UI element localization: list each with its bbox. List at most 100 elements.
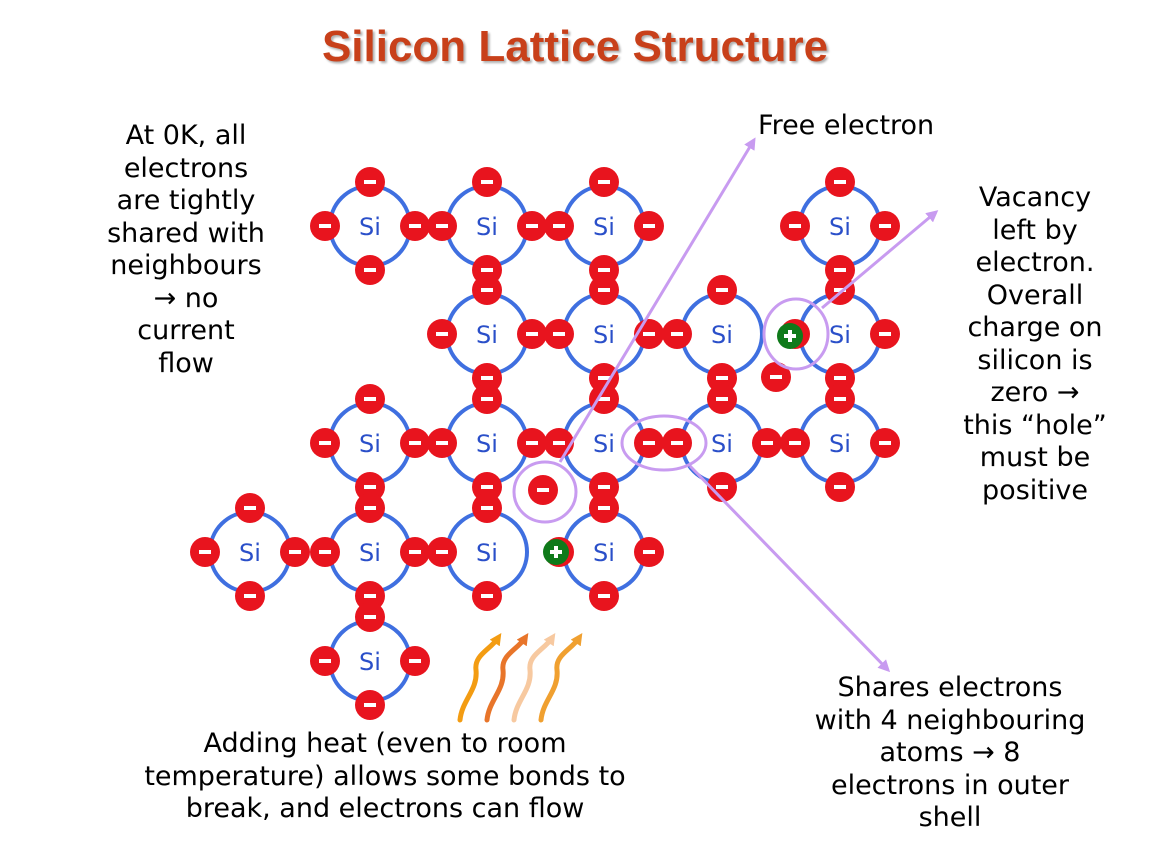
minus-sign <box>553 332 565 336</box>
electron <box>825 384 855 414</box>
atom-label: Si <box>476 430 498 458</box>
electron <box>355 581 385 611</box>
minus-sign <box>789 441 801 445</box>
electron <box>235 581 265 611</box>
electron <box>528 475 558 505</box>
atom-label: Si <box>593 213 615 241</box>
minus-sign <box>364 397 376 401</box>
arrow-to-shared-pair <box>688 464 891 673</box>
minus-sign <box>289 550 301 554</box>
heat-waves <box>457 633 583 723</box>
electron <box>235 493 265 523</box>
electron <box>355 472 385 502</box>
electron <box>589 384 619 414</box>
electron <box>589 493 619 523</box>
free-electron-highlight <box>512 460 578 524</box>
electron <box>310 211 340 241</box>
minus-sign <box>244 594 256 598</box>
arrow-to-vacancy <box>821 210 939 310</box>
electron <box>310 537 340 567</box>
electron <box>310 646 340 676</box>
atom-label: Si <box>359 430 381 458</box>
minus-sign <box>364 485 376 489</box>
electron <box>544 319 574 349</box>
minus-sign <box>716 288 728 292</box>
electron <box>190 537 220 567</box>
minus-sign <box>436 332 448 336</box>
plus-vertical <box>788 330 792 342</box>
electron <box>517 428 547 458</box>
electron <box>707 363 737 393</box>
minus-sign <box>879 332 891 336</box>
minus-sign <box>671 441 683 445</box>
electron <box>355 493 385 523</box>
electron <box>634 537 664 567</box>
electron <box>400 428 430 458</box>
electron <box>752 428 782 458</box>
minus-sign <box>598 594 610 598</box>
electron <box>355 384 385 414</box>
electron <box>589 275 619 305</box>
electron <box>400 646 430 676</box>
electron <box>427 319 457 349</box>
minus-sign <box>879 224 891 228</box>
minus-sign <box>643 332 655 336</box>
shared-pair-highlight <box>620 414 708 472</box>
minus-sign <box>879 441 891 445</box>
minus-sign <box>409 550 421 554</box>
minus-sign <box>364 615 376 619</box>
minus-sign <box>481 594 493 598</box>
atom-label: Si <box>593 539 615 567</box>
minus-sign <box>834 288 846 292</box>
minus-sign <box>834 485 846 489</box>
electron <box>427 537 457 567</box>
electron <box>427 211 457 241</box>
electron <box>634 211 664 241</box>
electron <box>662 319 692 349</box>
minus-sign <box>364 703 376 707</box>
minus-sign <box>716 376 728 380</box>
minus-sign <box>598 397 610 401</box>
minus-sign <box>481 180 493 184</box>
annotation-arrows <box>558 137 939 673</box>
minus-sign <box>671 332 683 336</box>
minus-sign <box>598 506 610 510</box>
electron <box>355 167 385 197</box>
electron <box>355 255 385 285</box>
minus-sign <box>598 288 610 292</box>
note-zero-kelvin: At 0K, all electrons are tightly shared … <box>107 120 265 379</box>
free-electron-and-holes <box>512 297 830 565</box>
minus-sign <box>537 488 549 492</box>
electron <box>870 319 900 349</box>
minus-sign <box>409 659 421 663</box>
minus-sign <box>643 441 655 445</box>
minus-sign <box>553 441 565 445</box>
electron <box>355 602 385 632</box>
electron <box>707 384 737 414</box>
electron <box>472 275 502 305</box>
electron <box>472 493 502 523</box>
heat-wave-arrow <box>511 633 556 723</box>
electron <box>707 472 737 502</box>
atom-label: Si <box>711 430 733 458</box>
electron <box>472 472 502 502</box>
minus-sign <box>789 224 801 228</box>
hole-highlight <box>762 297 830 371</box>
minus-sign <box>526 332 538 336</box>
electron <box>400 537 430 567</box>
atom-label: Si <box>829 430 851 458</box>
electron <box>544 211 574 241</box>
minus-sign <box>481 397 493 401</box>
heat-wave-arrow <box>538 633 583 723</box>
electron <box>870 428 900 458</box>
minus-sign <box>364 268 376 272</box>
heat-wave-arrow <box>457 633 502 723</box>
atom-label: Si <box>359 648 381 676</box>
minus-sign <box>409 441 421 445</box>
electron <box>544 428 574 458</box>
electron <box>589 363 619 393</box>
electron <box>825 472 855 502</box>
minus-sign <box>481 485 493 489</box>
minus-sign <box>481 376 493 380</box>
